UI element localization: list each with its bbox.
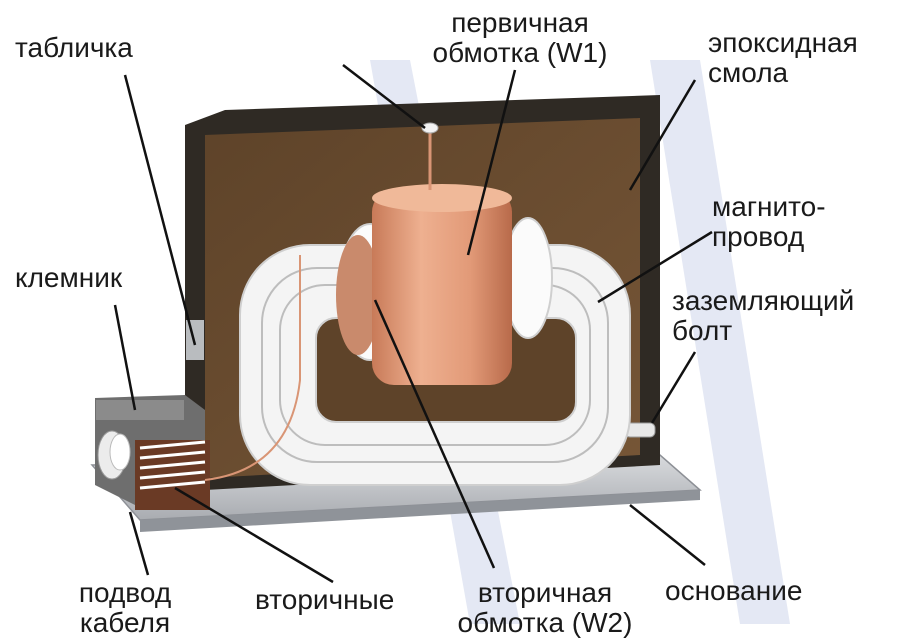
label-secondary-leads: вторичные [255, 584, 395, 615]
label-primary-winding: первичная обмотка (W1) [432, 7, 608, 68]
label-epoxy: эпоксидная смола [708, 27, 858, 88]
label-terminal-block: клемник [15, 262, 123, 293]
label-cable-entry: подвод кабеля [78, 577, 172, 638]
label-ground-bolt: заземляющий болт [672, 285, 855, 346]
label-core: магнито- провод [712, 191, 826, 252]
label-secondary-winding: вторичная обмотка (W2) [457, 577, 633, 638]
label-nameplate: табличка [15, 32, 133, 63]
leader-lines [113, 64, 713, 584]
primary-winding [336, 122, 512, 385]
terminal-block [95, 255, 301, 510]
transformer-diagram [90, 60, 790, 624]
label-base: основание [665, 575, 803, 606]
nameplate-plate [186, 320, 204, 360]
